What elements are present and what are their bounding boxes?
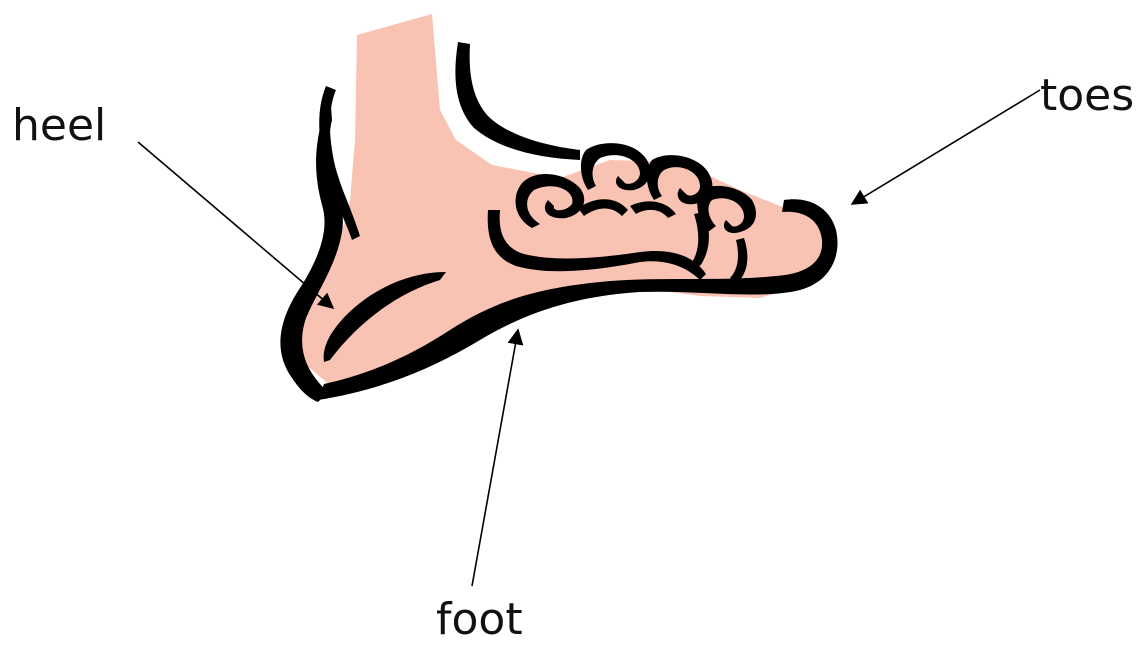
foot-pointer bbox=[472, 330, 518, 586]
label-foot: foot bbox=[436, 598, 523, 642]
label-toes: toes bbox=[1040, 74, 1134, 118]
label-heel: heel bbox=[12, 104, 106, 148]
toes-pointer bbox=[852, 90, 1040, 204]
top-of-foot-outline bbox=[455, 42, 580, 160]
heel-pointer bbox=[138, 142, 333, 308]
foot-skin bbox=[300, 14, 835, 385]
